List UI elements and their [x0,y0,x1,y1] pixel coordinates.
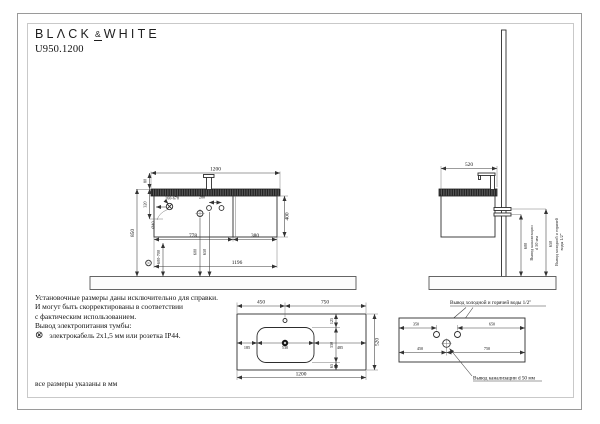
drain-outlet-icon [195,209,205,218]
dim-side-water-height: 650 [548,241,553,247]
wall-panel-outline [398,317,526,363]
page-border-outer [17,13,582,410]
dim-side-drain-height: 600 [523,243,528,249]
dim-depth: 520 [465,162,473,168]
dim-right-section: 380 [251,233,259,239]
brand-ampersand: & [94,28,102,41]
dim-basin-to-right: 485 [337,345,343,350]
faucet-hole [282,318,288,323]
dim-water-from-left: 350 [413,322,419,327]
dim-drain-height: 600 [193,249,198,255]
front-faucet [203,174,215,190]
basin-outline [256,327,315,363]
dim-basin-from-left: 185 [244,345,250,350]
note-line: Установочные размеры даны исключительно … [35,293,218,302]
electric-outlet-icon [165,202,174,211]
dim-basin-to-front: 65 [329,364,334,368]
units-note: все размеры указаны в мм [35,379,118,388]
dim-top-total-width: 1200 [296,372,307,378]
dim-top-offset: 320 [143,201,148,207]
label-side-water-1: Вывод холодной и горячей [554,217,559,265]
dim-top-total-depth: 520 [375,338,381,346]
drain-outlet-icon [441,338,452,349]
note-line-electric: ⊗ электрокабель 2х1,5 мм или розетка IP4… [35,329,218,341]
side-countertop [438,188,498,197]
electric-outlet-icon-small [145,259,152,267]
label-water-outlets: Вывод холодной и горячей воды 1/2" [450,299,531,306]
wall-outlets-view: Вывод холодной и горячей воды 1/2" 350 6… [398,299,546,382]
dim-cabinet-height: 400 [285,212,291,220]
dim-faucet-to-right: 750 [321,300,329,306]
dim-cabinet-width: 1196 [232,260,243,266]
dim-total-width: 1200 [210,167,221,173]
side-cabinet-body [440,195,496,238]
water-outlet-icon [433,331,440,338]
dim-holes-spacing: 280 [199,195,205,200]
brand-logo: BLΛCK&WHITE [35,27,160,41]
side-floor [428,276,557,290]
water-outlet-icon [454,331,461,338]
dim-basin-width: 530 [282,345,288,350]
installation-notes: Установочные размеры даны исключительно … [35,293,218,340]
note-line: Вывод электропитания тумбы: [35,320,132,330]
page-border-inner [27,23,574,398]
dim-floor-height: 850 [130,229,136,237]
side-faucet [477,172,496,190]
dim-water-height: 650 [202,249,207,255]
front-cabinet-body [153,195,278,238]
front-view: 160-678 Ø40 280 1200 80 320 850 [89,167,357,290]
dim-rim-to-basin: 125 [329,318,334,324]
model-number: U950.1200 [35,44,84,55]
dim-water-to-right: 650 [489,322,495,327]
dim-drain-from-left: 450 [417,346,423,351]
drain-pipe [493,212,512,217]
dim-left-section: 778 [189,233,197,239]
dim-outlet-range: 160-678 [165,196,179,201]
water-pipe [493,207,512,211]
electric-outlet-icon: ⊗ [35,329,44,341]
countertop-outline [236,313,367,371]
header: BLΛCK&WHITE U950.1200 [35,27,160,55]
front-floor [89,276,357,290]
label-drain-outlet: Вывод канализации d 50 мм [473,376,536,382]
label-side-drain-2: d 50 мм [534,236,539,250]
dim-outlet-note: Ø40 [151,221,156,228]
note-line: с фактическим использованием. [35,311,137,321]
wall [501,29,507,277]
dim-faucet-from-left: 450 [257,300,265,306]
dim-basin-depth: 330 [329,342,334,348]
top-view: 450 750 125 330 65 185 530 485 520 [236,300,381,380]
water-outlet-icon [206,205,212,211]
label-side-drain-1: Вывод канализации [529,225,534,261]
note-line: И могут быть скорректированы в соответст… [35,302,184,312]
label-side-water-2: воды 1/2" [559,233,564,250]
side-view: 520 600 Вывод канализации d 50 мм 650 Вы… [428,29,564,290]
brand-left: BLΛCK [35,27,93,41]
dim-faucet-height: 80 [143,179,148,183]
note-line: электрокабель 2х1,5 мм или розетка IP44. [49,331,181,341]
dim-electric-height: 600-700 [156,250,161,264]
dim-drain-to-right: 750 [484,346,490,351]
water-outlet-icon [218,205,225,211]
brand-right: WHITE [103,27,160,41]
